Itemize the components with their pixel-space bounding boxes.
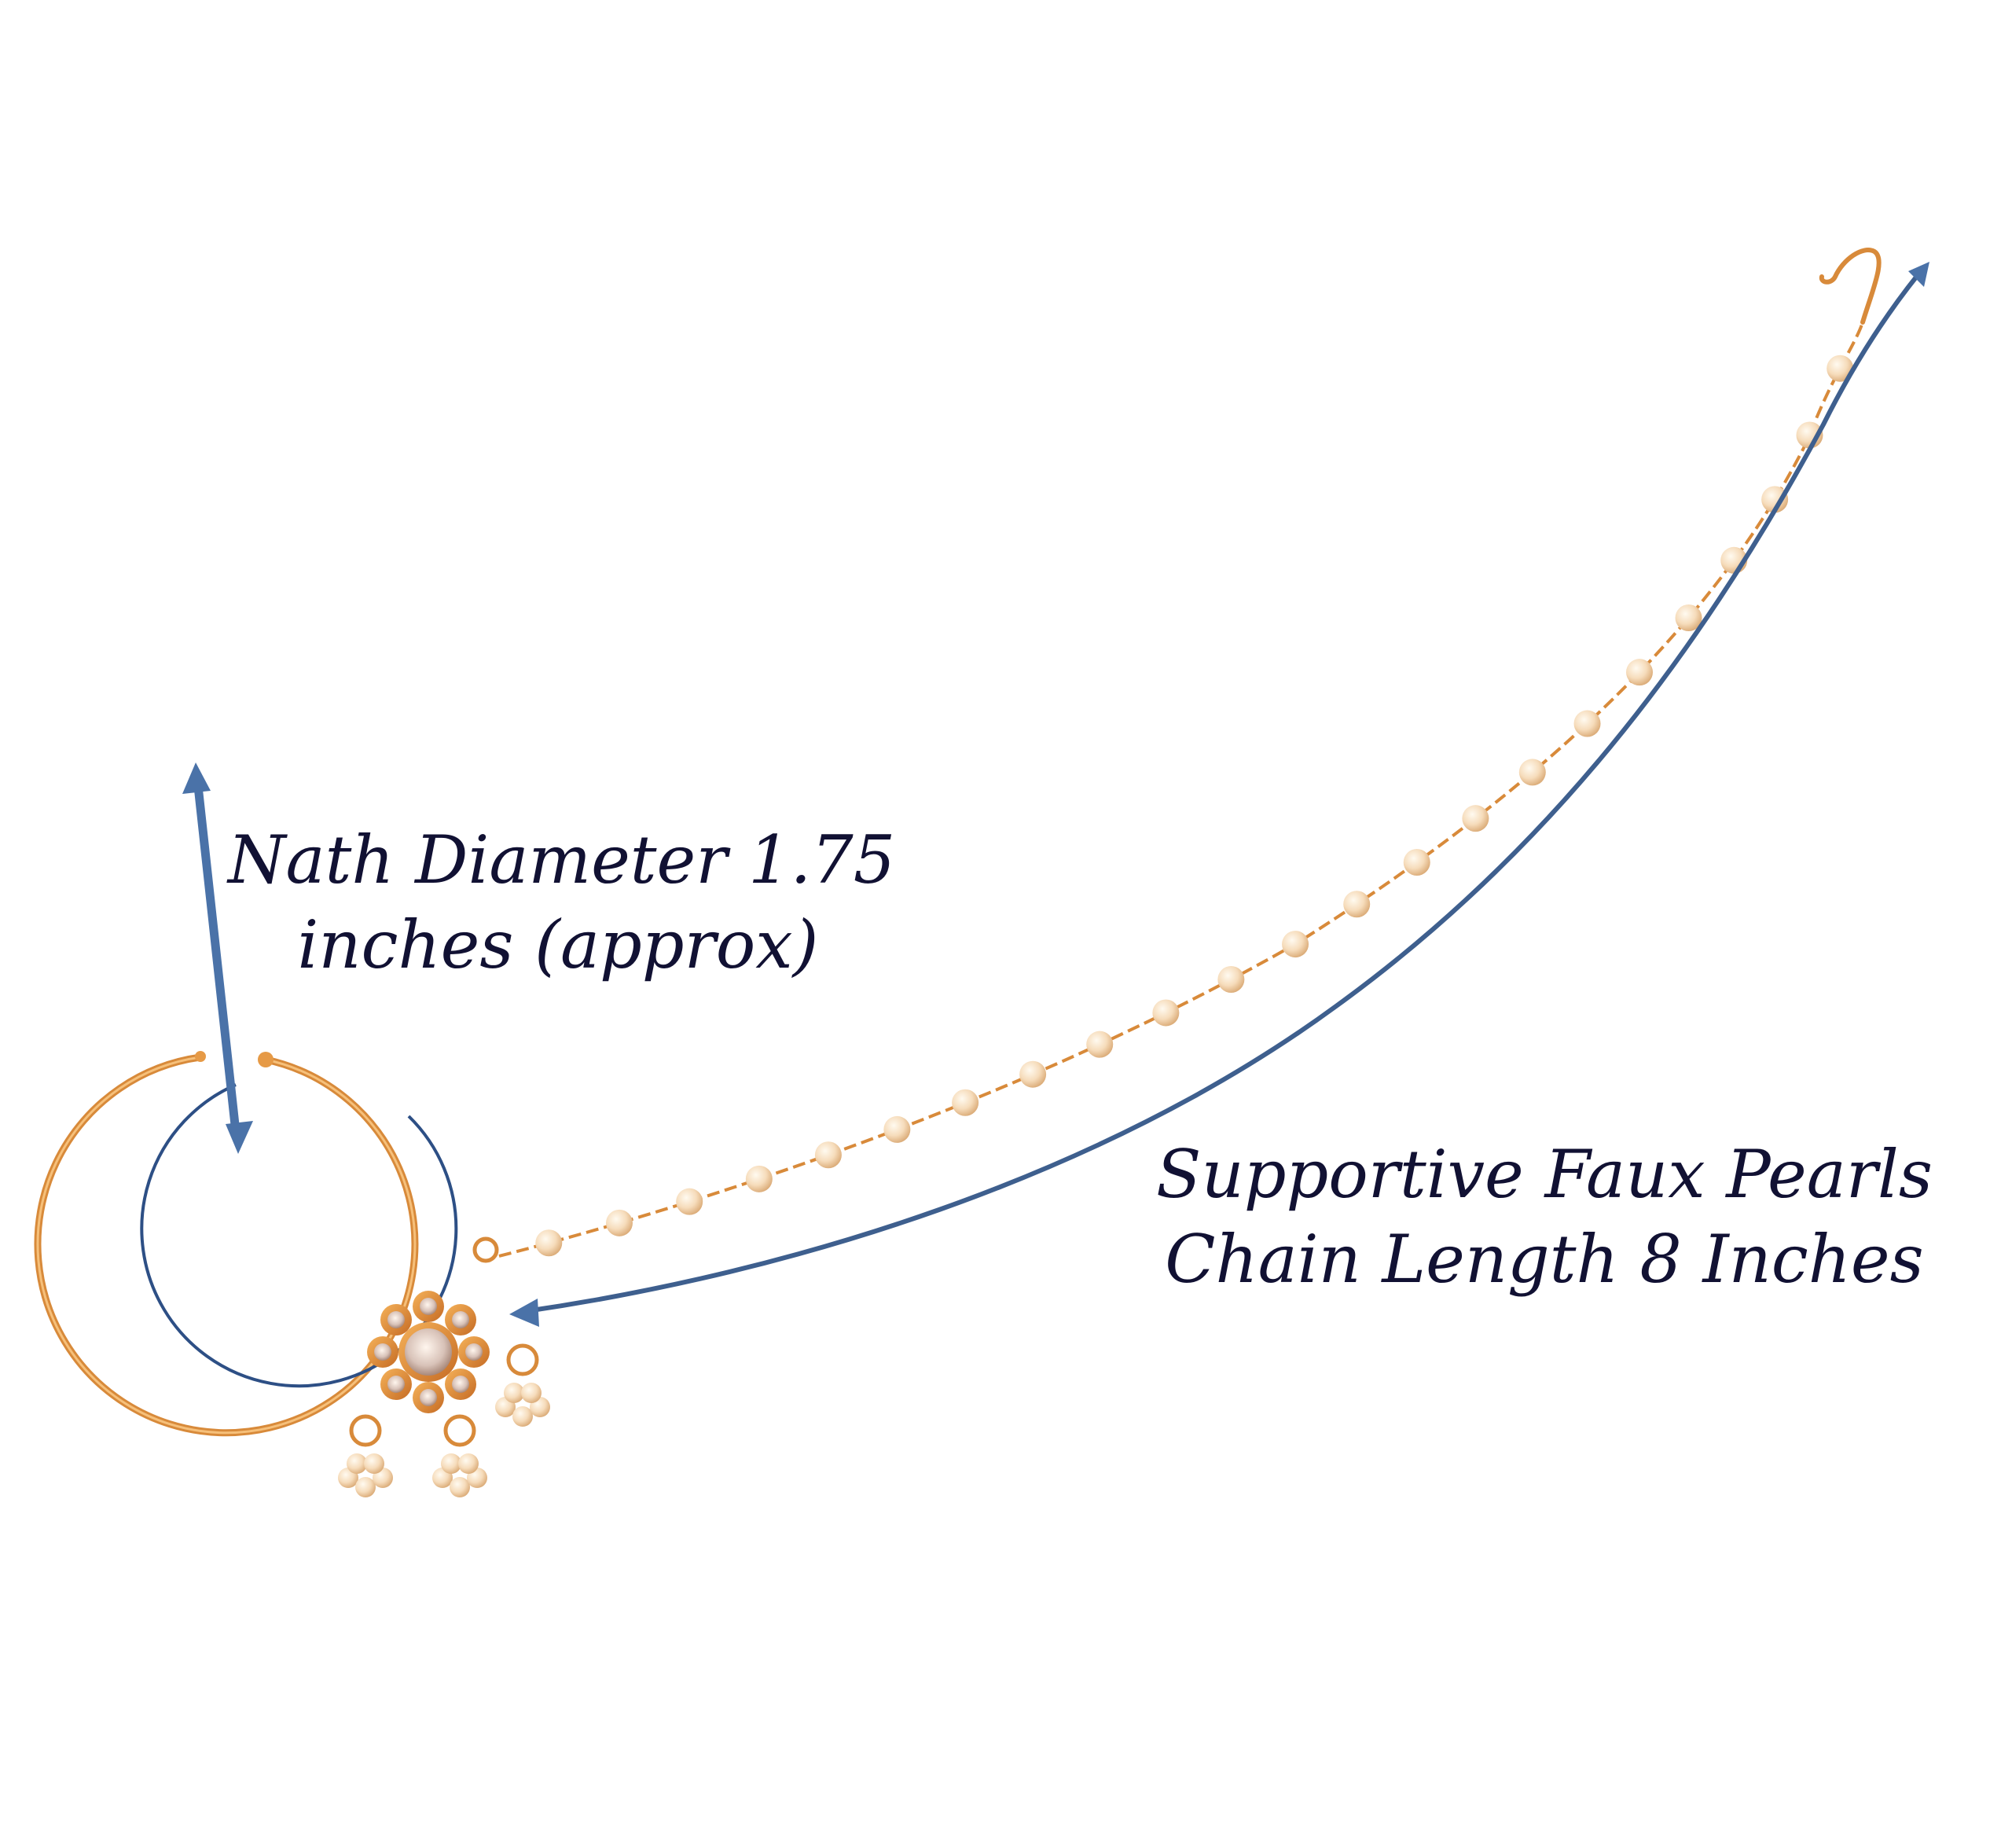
nath-caption-line1: Nath Diameter 1.75 [228,821,896,898]
chain-length-caption: Supportive Faux Pearls Chain Length 8 In… [1140,1132,1949,1302]
nath-diameter-caption: Nath Diameter 1.75 inches (approx) [228,817,896,987]
chain-caption-line2: Chain Length 8 Inches [1165,1221,1924,1298]
chain-hook [1819,248,1882,325]
faux-pearl [1282,931,1309,958]
faux-pearl [1343,891,1371,918]
drop-pearl [347,1453,367,1474]
drop-pearl [441,1453,461,1474]
faux-pearl [1573,710,1601,737]
pearl-chain [498,321,1864,1258]
faux-pearl [676,1188,703,1215]
pendant-stone [452,1310,470,1328]
pendant-stone [420,1389,437,1406]
faux-pearl [1086,1031,1114,1058]
drop-pearl [355,1477,376,1497]
drop-pearl [364,1453,384,1474]
kundan-pendant [338,1291,550,1497]
connector-ring [472,1236,499,1263]
faux-pearl [535,1229,563,1257]
faux-pearl [1518,759,1546,786]
drop-pearl [504,1383,524,1403]
drop-ring [506,1343,539,1376]
faux-pearl [1152,999,1180,1027]
faux-pearl [605,1209,633,1236]
faux-pearl [883,1115,911,1143]
drop-ring [443,1414,476,1447]
faux-pearl [952,1089,979,1116]
faux-pearl [1761,486,1789,513]
drop-pearl [458,1453,479,1474]
chain-caption-line1: Supportive Faux Pearls [1156,1136,1933,1213]
nath-hoop [34,1051,419,1437]
faux-pearl [1827,355,1854,382]
faux-pearl [745,1165,773,1192]
drop-pearl [450,1477,470,1497]
nath-caption-line2: inches (approx) [297,906,819,983]
faux-pearl [1626,659,1654,686]
diameter-guide-ring [140,1083,458,1388]
pendant-stone [387,1376,405,1394]
pendant-stone [387,1310,405,1328]
pendant-stone [452,1376,470,1394]
faux-pearl [1217,966,1245,994]
pendant-stone [420,1298,437,1315]
faux-pearl [1403,848,1430,876]
pendant-stone [465,1343,483,1361]
drop-pearl [512,1406,533,1427]
double-headed-arrow-icon [182,762,253,1154]
drop-ring [349,1414,382,1447]
pendant-stone [374,1343,391,1361]
faux-pearl [1462,805,1489,832]
faux-pearl [1019,1060,1047,1088]
curved-arrow-icon [509,262,1929,1327]
faux-pearl [1675,604,1702,632]
drop-pearl [521,1383,542,1403]
faux-pearl [814,1141,842,1169]
